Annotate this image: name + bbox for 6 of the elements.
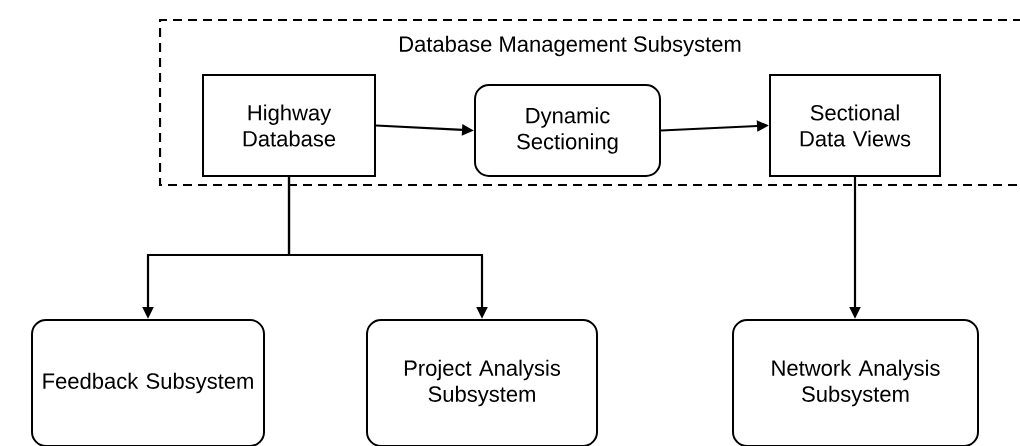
process-box: Project Analysis Subsystem: [366, 319, 598, 446]
process-box: Sectional Data Views: [769, 74, 941, 177]
process-box: Feedback Subsystem: [31, 319, 265, 446]
process-box: Dynamic Sectioning: [474, 84, 661, 177]
process-box: Highway Database: [202, 74, 376, 177]
process-box: Network Analysis Subsystem: [732, 319, 979, 446]
